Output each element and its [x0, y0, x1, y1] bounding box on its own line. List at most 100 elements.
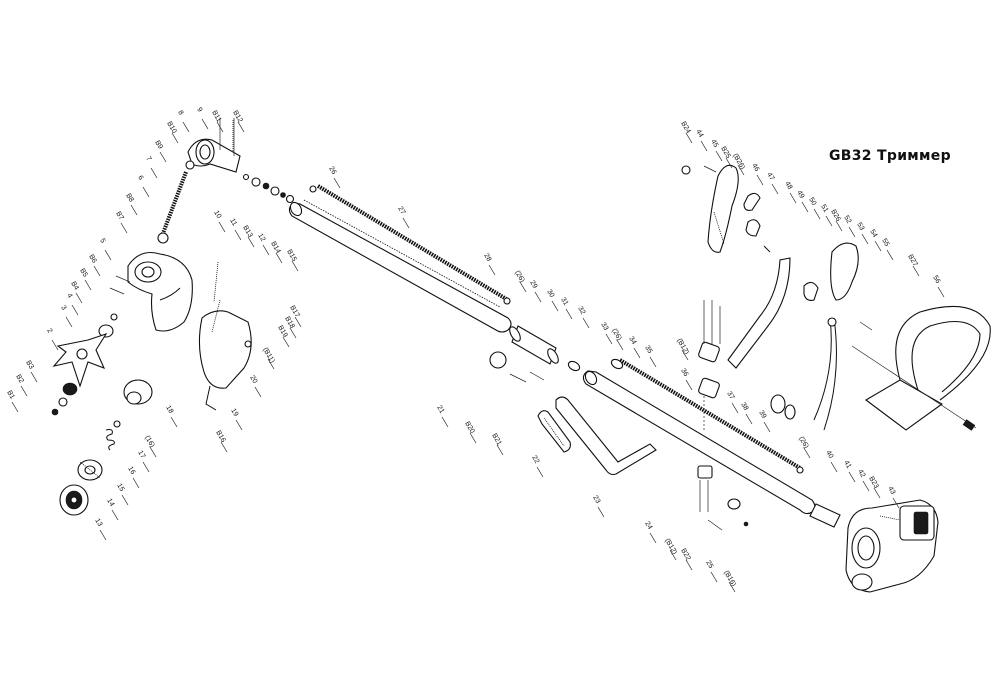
part-label: 36: [679, 368, 689, 378]
leader-line: [289, 327, 297, 339]
leader-line: [710, 571, 718, 583]
part-label: 24: [643, 521, 653, 531]
part-label: 4: [65, 293, 73, 300]
leader-line: [681, 349, 689, 361]
part-label: B4: [69, 281, 79, 292]
part-label: 6: [136, 175, 144, 182]
handlebar-tube: [727, 257, 791, 369]
part-label: 3: [59, 305, 67, 312]
washer-4: [110, 313, 118, 321]
part-label: B7: [114, 211, 124, 222]
handle-clamp: [698, 300, 721, 430]
leader-line: [616, 339, 624, 351]
leader-line: [201, 118, 209, 130]
part-label: 42: [856, 469, 866, 479]
leader-line: [488, 264, 496, 276]
leader-line: [874, 240, 882, 252]
shaft-coupling: [509, 325, 559, 365]
engine-unit: [845, 499, 939, 593]
leader-line: [121, 494, 129, 506]
leader-line: [402, 217, 410, 229]
leader-line: [333, 177, 341, 189]
leader-line: [685, 379, 693, 391]
part-label: B25: [719, 146, 731, 160]
leader-line: [582, 317, 590, 329]
leader-line: [182, 121, 190, 133]
part-label: 28: [482, 253, 492, 263]
part-label: 34: [627, 336, 637, 346]
part-label: 43: [886, 486, 896, 496]
leader-line: [65, 316, 73, 328]
part-label: 40: [824, 450, 834, 460]
leader-line: [763, 421, 771, 433]
leader-line: [813, 208, 821, 220]
trigger-47: [743, 192, 761, 211]
sleeve-part-2: [610, 358, 624, 370]
part-label: 35: [643, 345, 653, 355]
leader-lines: [11, 118, 945, 593]
cutting-blade: [52, 332, 108, 388]
leader-line: [789, 192, 797, 204]
part-label: (26): [513, 270, 525, 284]
part-label: B11: [210, 110, 222, 124]
part-label: 8: [176, 110, 184, 117]
leader-line: [633, 347, 641, 359]
part-label: B3: [24, 360, 34, 371]
part-label: 19: [229, 408, 239, 418]
leader-line: [745, 413, 753, 425]
leader-line: [254, 386, 262, 398]
leader-line: [731, 402, 739, 414]
part-label: B8: [124, 193, 134, 204]
guard-bolt-2: [115, 275, 131, 283]
leader-line: [771, 183, 779, 195]
throttle-cable: [813, 317, 837, 431]
leader-line: [267, 358, 275, 370]
part-label: 29: [528, 280, 538, 290]
gear-head: [187, 118, 241, 173]
leader-line: [51, 339, 59, 351]
bolt-b20: [509, 373, 527, 383]
leader-line: [149, 446, 157, 458]
part-label: B23: [867, 476, 879, 490]
loop-handle: [555, 396, 657, 476]
diagram-title: GB32 Триммер: [829, 148, 951, 164]
leader-line: [737, 164, 745, 176]
leader-line: [294, 316, 302, 328]
leader-line: [649, 532, 657, 544]
part-label: 50: [807, 197, 817, 207]
part-label: B16: [214, 430, 226, 444]
leader-line: [801, 201, 809, 213]
part-label: 20: [248, 375, 258, 385]
leader-line: [247, 236, 255, 248]
part-label: 52: [842, 215, 852, 225]
shoulder-strap: [851, 305, 991, 431]
leader-line: [216, 121, 224, 133]
leader-line: [536, 466, 544, 478]
leader-line: [30, 371, 38, 383]
leader-line: [861, 233, 869, 245]
part-label: (16): [143, 435, 155, 449]
leader-line: [218, 221, 226, 233]
part-label: B12: [231, 110, 243, 124]
leader-line: [756, 174, 764, 186]
part-label: 46: [750, 163, 760, 173]
part-label: (B12): [663, 538, 678, 556]
leader-line: [99, 529, 107, 541]
part-label: B19: [276, 325, 288, 339]
leader-line: [130, 204, 138, 216]
part-label: B27: [906, 254, 918, 268]
leader-line: [75, 292, 83, 304]
knob-21: [489, 351, 507, 369]
leader-line: [11, 401, 19, 413]
hand-grip: [537, 410, 571, 453]
bump-cap: [59, 484, 89, 516]
leader-line: [685, 559, 693, 571]
leader-line: [725, 157, 733, 169]
part-label: 13: [93, 518, 103, 528]
part-label: 56: [931, 275, 941, 285]
throttle-handle: [707, 164, 739, 253]
part-label: B15: [285, 249, 297, 263]
leader-line: [912, 265, 920, 277]
